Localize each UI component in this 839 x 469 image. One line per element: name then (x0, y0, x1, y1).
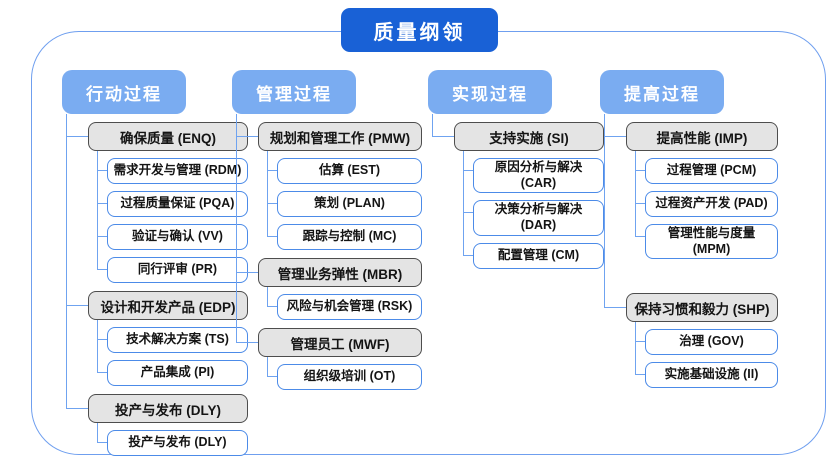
leaf-node[interactable]: 实施基础设施 (II) (645, 362, 778, 389)
tree-branch: 确保质量 (ENQ) 需求开发与管理 (RDM) 过程质量保证 (PQA) 验证… (66, 114, 248, 283)
leaf-node[interactable]: 管理性能与度量 (MPM) (645, 224, 778, 260)
tree-branch: 同行评审 (PR) (97, 250, 248, 283)
tree-branch: 过程管理 (PCM) (635, 151, 778, 184)
tree-branch: 组织级培训 (OT) (267, 357, 422, 390)
tree-branch: 管理业务弹性 (MBR) 风险与机会管理 (RSK) (236, 250, 422, 320)
tree-branch: 策划 (PLAN) (267, 184, 422, 217)
column-header[interactable]: 实现过程 (428, 70, 552, 114)
group-node[interactable]: 保持习惯和毅力 (SHP) (626, 293, 778, 323)
tree-branch: 支持实施 (SI) 原因分析与解决 (CAR) 决策分析与解决 (DAR) 配置… (432, 114, 604, 269)
group-node[interactable]: 规划和管理工作 (PMW) (258, 122, 422, 151)
tree-branch: 实施基础设施 (II) (635, 355, 778, 389)
leaf-node[interactable]: 估算 (EST) (277, 158, 422, 184)
leaf-node[interactable]: 技术解决方案 (TS) (107, 327, 248, 353)
leaf-node[interactable]: 过程资产开发 (PAD) (645, 191, 778, 217)
group-node[interactable]: 管理员工 (MWF) (258, 328, 422, 357)
leaf-node[interactable]: 风险与机会管理 (RSK) (277, 294, 422, 320)
tree-branch: 产品集成 (PI) (97, 353, 248, 386)
leaf-node[interactable]: 投产与发布 (DLY) (107, 430, 248, 456)
leaf-node[interactable]: 需求开发与管理 (RDM) (107, 158, 248, 184)
tree-branch: 治理 (GOV) (635, 322, 778, 356)
column-header[interactable]: 管理过程 (232, 70, 356, 114)
tree-branch: 管理性能与度量 (MPM) (635, 216, 778, 260)
tree-branch: 设计和开发产品 (EDP) 技术解决方案 (TS) 产品集成 (PI) (66, 283, 248, 386)
column-management-process: 管理过程 规划和管理工作 (PMW) 估算 (EST) 策划 (PLAN) 跟踪… (232, 70, 422, 390)
tree-branch: 技术解决方案 (TS) (97, 320, 248, 353)
tree-branch: 跟踪与控制 (MC) (267, 217, 422, 250)
tree-branch: 提高性能 (IMP) 过程管理 (PCM) 过程资产开发 (PAD) 管理性能与… (604, 113, 778, 260)
leaf-node[interactable]: 组织级培训 (OT) (277, 364, 422, 390)
group-node[interactable]: 设计和开发产品 (EDP) (88, 291, 248, 320)
leaf-node[interactable]: 验证与确认 (VV) (107, 224, 248, 250)
tree-branch: 投产与发布 (DLY) 投产与发布 (DLY) (66, 386, 248, 456)
tree-branch: 原因分析与解决 (CAR) (463, 150, 604, 194)
leaf-node[interactable]: 过程质量保证 (PQA) (107, 191, 248, 217)
tree-branch: 投产与发布 (DLY) (97, 423, 248, 456)
tree-branch: 规划和管理工作 (PMW) 估算 (EST) 策划 (PLAN) 跟踪与控制 (… (236, 114, 422, 250)
leaf-node[interactable]: 跟踪与控制 (MC) (277, 224, 422, 250)
leaf-node[interactable]: 产品集成 (PI) (107, 360, 248, 386)
leaf-node[interactable]: 配置管理 (CM) (473, 242, 604, 269)
column-realization-process: 实现过程 支持实施 (SI) 原因分析与解决 (CAR) 决策分析与解决 (DA… (428, 70, 604, 269)
group-node[interactable]: 投产与发布 (DLY) (88, 394, 248, 423)
tree-branch: 估算 (EST) (267, 151, 422, 184)
tree-branch: 风险与机会管理 (RSK) (267, 287, 422, 320)
group-node[interactable]: 提高性能 (IMP) (626, 122, 778, 151)
tree-branch: 过程质量保证 (PQA) (97, 184, 248, 217)
column-action-process: 行动过程 确保质量 (ENQ) 需求开发与管理 (RDM) 过程质量保证 (PQ… (62, 70, 248, 456)
tree-branch: 配置管理 (CM) (463, 235, 604, 269)
tree-branch: 验证与确认 (VV) (97, 217, 248, 250)
tree-branch: 需求开发与管理 (RDM) (97, 151, 248, 184)
tree-branch: 决策分析与解决 (DAR) (463, 193, 604, 236)
column-header[interactable]: 提高过程 (600, 70, 724, 114)
leaf-node[interactable]: 同行评审 (PR) (107, 257, 248, 283)
column-header[interactable]: 行动过程 (62, 70, 186, 114)
tree-branch: 过程资产开发 (PAD) (635, 184, 778, 217)
tree-branch: 管理员工 (MWF) 组织级培训 (OT) (236, 320, 422, 390)
tree-branch: 保持习惯和毅力 (SHP) 治理 (GOV) 实施基础设施 (II) (604, 259, 778, 389)
group-node[interactable]: 管理业务弹性 (MBR) (258, 258, 422, 287)
column-improvement-process: 提高过程 提高性能 (IMP) 过程管理 (PCM) 过程资产开发 (PAD) … (600, 70, 778, 389)
leaf-node[interactable]: 治理 (GOV) (645, 329, 778, 356)
leaf-node[interactable]: 策划 (PLAN) (277, 191, 422, 217)
leaf-node[interactable]: 决策分析与解决 (DAR) (473, 200, 604, 236)
group-node[interactable]: 支持实施 (SI) (454, 122, 604, 151)
central-topic[interactable]: 质量纲领 (341, 8, 498, 52)
leaf-node[interactable]: 过程管理 (PCM) (645, 158, 778, 184)
leaf-node[interactable]: 原因分析与解决 (CAR) (473, 158, 604, 194)
group-node[interactable]: 确保质量 (ENQ) (88, 122, 248, 151)
